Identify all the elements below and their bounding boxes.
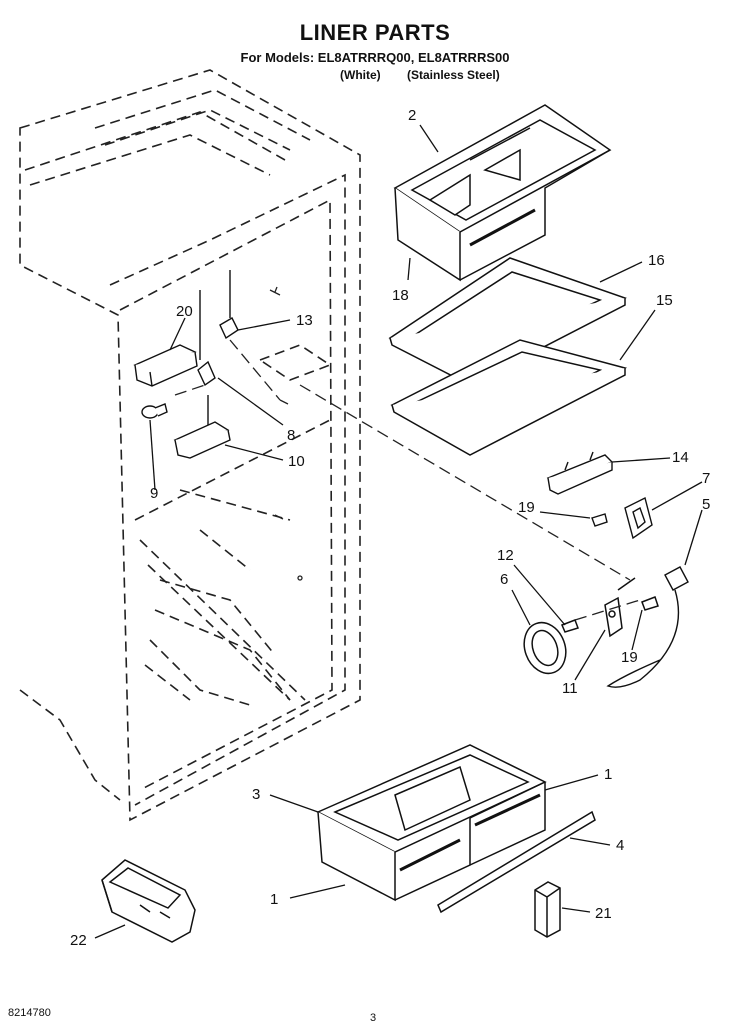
callout-20: 20 xyxy=(176,303,193,320)
callout-10: 10 xyxy=(288,453,305,470)
part-2-crisper-pan xyxy=(393,104,612,282)
callout-4: 4 xyxy=(616,837,624,854)
callout-6: 6 xyxy=(500,571,508,588)
callout-8: 8 xyxy=(287,427,295,444)
callout-21: 21 xyxy=(595,905,612,922)
page-title: LINER PARTS xyxy=(299,20,451,45)
page-number: 3 xyxy=(370,1012,377,1024)
callout-7: 7 xyxy=(702,470,710,487)
callout-19-upper: 19 xyxy=(518,499,535,516)
light-assembly-parts xyxy=(133,270,239,459)
liner-screw-marks xyxy=(269,286,303,581)
part-16-shelf-frame xyxy=(388,257,627,386)
variant-stainless: (Stainless Steel) xyxy=(407,68,500,82)
variant-white: (White) xyxy=(340,68,381,82)
callout-1-lower: 1 xyxy=(270,891,278,908)
callout-14: 14 xyxy=(672,449,689,466)
callout-12: 12 xyxy=(497,547,514,564)
callout-18: 18 xyxy=(392,287,409,304)
connection-lines xyxy=(174,339,641,621)
part-15-glass-shelf xyxy=(390,339,628,456)
callout-22: 22 xyxy=(70,932,87,949)
callout-16: 16 xyxy=(648,252,665,269)
knob-and-plate xyxy=(523,577,659,675)
callout-19-lower: 19 xyxy=(621,649,638,666)
control-parts xyxy=(546,451,689,688)
models-line: For Models: EL8ATRRRQ00, EL8ATRRRS00 xyxy=(240,50,510,65)
part-3-lower-crisper xyxy=(316,744,547,902)
callout-labels: 2 16 18 15 20 13 8 10 9 14 7 19 5 12 6 1… xyxy=(70,107,710,949)
callout-5: 5 xyxy=(702,496,710,513)
callout-3: 3 xyxy=(252,786,260,803)
callout-1-upper: 1 xyxy=(604,766,612,783)
freezer-liner-outline xyxy=(19,69,361,822)
callout-11: 11 xyxy=(562,680,578,697)
lower-small-parts xyxy=(101,810,596,943)
leader-lines xyxy=(94,124,703,939)
callout-2: 2 xyxy=(408,107,416,124)
callout-15: 15 xyxy=(656,292,673,309)
doc-number: 8214780 xyxy=(8,1007,51,1019)
callout-9: 9 xyxy=(150,485,158,502)
callout-13: 13 xyxy=(296,312,313,329)
